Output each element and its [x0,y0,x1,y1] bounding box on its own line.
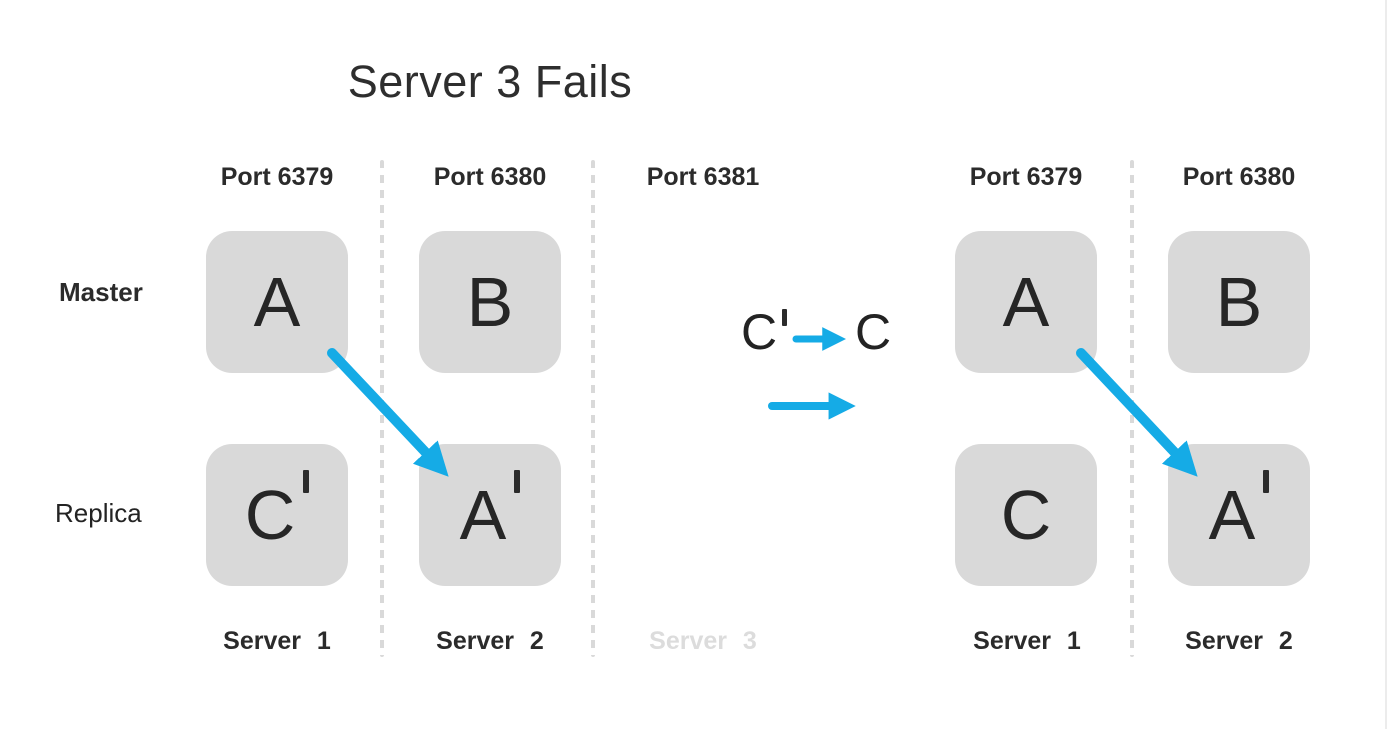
prime-mark [1263,469,1270,493]
shard-letter: B [466,263,514,341]
promotion-to-letter: C [855,307,891,357]
prime-mark [782,309,788,326]
diagram-title: Server 3 Fails [347,56,633,107]
dashed-divider [380,160,384,657]
shard-box-before-replica-a-prime: A [419,444,561,586]
shard-letter: A [459,476,507,554]
server-label-before-1: Server 1 [223,627,331,655]
shard-box-before-master-a: A [206,231,348,373]
port-label-before-6379: Port 6379 [220,163,334,191]
promotion-from-letter: C [741,304,788,360]
prime-mark [303,469,310,493]
page-edge-line [1385,0,1387,729]
shard-letter: A [1208,476,1256,554]
shard-box-after-master-b: B [1168,231,1310,373]
shard-box-before-master-b: B [419,231,561,373]
shard-letter: A [253,263,301,341]
shard-box-after-replica-a-prime: A [1168,444,1310,586]
shard-box-before-replica-c-prime: C [206,444,348,586]
port-label-before-6380: Port 6380 [433,163,547,191]
annot-letter-text: C [741,304,778,360]
server-label-after-2: Server 2 [1185,627,1293,655]
shard-letter: A [1002,263,1050,341]
dashed-divider [591,160,595,657]
prime-mark [514,469,521,493]
port-label-before-6381: Port 6381 [646,163,760,191]
port-label-after-6379: Port 6379 [969,163,1083,191]
row-label-replica: Replica [55,498,142,528]
shard-box-after-master-a: A [955,231,1097,373]
server-label-before-2: Server 2 [436,627,544,655]
port-label-after-6380: Port 6380 [1182,163,1296,191]
shard-letter: C [1000,476,1052,554]
shard-box-after-replica-c: C [955,444,1097,586]
shard-letter: C [244,476,296,554]
row-label-master: Master [59,277,143,307]
server-label-after-1: Server 1 [973,627,1081,655]
dashed-divider [1130,160,1134,657]
server-label-before-3-failed: Server 3 [649,627,757,655]
annot-letter-text: C [855,304,892,360]
shard-letter: B [1215,263,1263,341]
